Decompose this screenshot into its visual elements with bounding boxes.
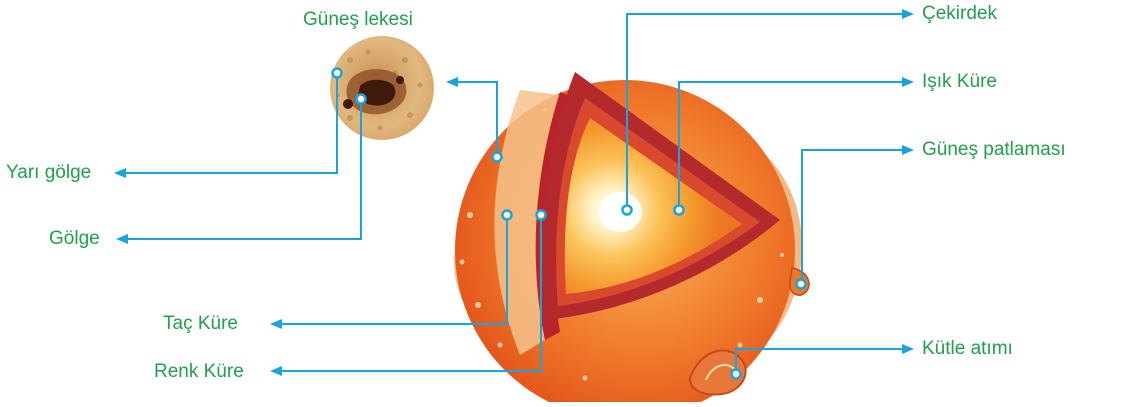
leader-solar-flare xyxy=(802,150,908,284)
label-sunspot: Güneş lekesi xyxy=(303,9,413,31)
leader-penumbra xyxy=(118,73,337,173)
sunspot-inset xyxy=(330,36,434,140)
label-core: Çekirdek xyxy=(922,3,997,25)
leader-sunspot xyxy=(448,82,497,156)
leader-umbra xyxy=(120,99,361,239)
label-chromosphere: Renk Küre xyxy=(154,361,244,383)
label-umbra: Gölge xyxy=(49,228,100,250)
label-photosphere: Işık Küre xyxy=(922,71,997,93)
core xyxy=(598,192,642,232)
label-corona: Taç Küre xyxy=(163,313,238,335)
label-cme: Kütle atımı xyxy=(922,338,1013,360)
label-solar-flare: Güneş patlaması xyxy=(922,139,1066,161)
label-penumbra: Yarı gölge xyxy=(6,162,91,184)
leader-cme xyxy=(736,349,908,374)
